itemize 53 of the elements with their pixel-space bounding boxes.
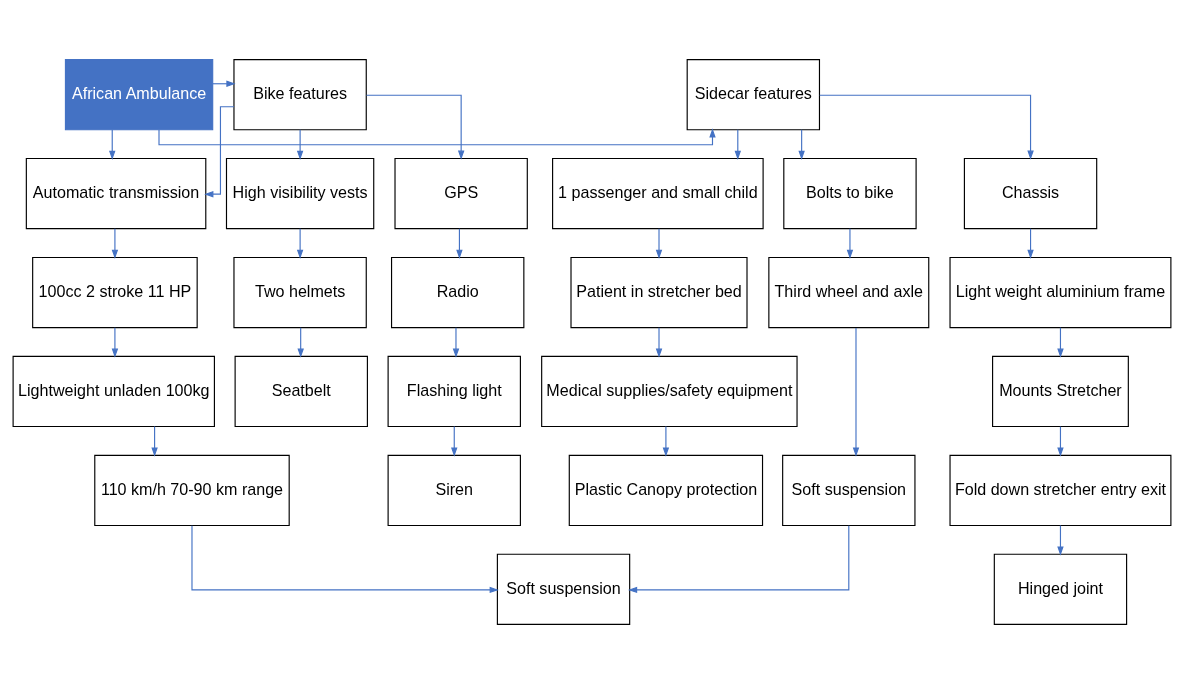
node-box: Radio [391, 256, 525, 329]
node-box: Sidecar features [686, 59, 821, 131]
arrow [655, 327, 663, 358]
arrow [296, 228, 304, 259]
node-box: Chassis [963, 157, 1098, 230]
node-box: Flashing light [387, 355, 521, 428]
arrow [111, 327, 119, 358]
node-box: Light weight aluminium frame [949, 256, 1172, 329]
arrow [204, 106, 235, 198]
node-box: Bolts to bike [783, 157, 917, 230]
arrow [734, 129, 742, 160]
node-box: GPS [394, 157, 528, 230]
node-box: 1 passenger and small child [552, 157, 764, 230]
node-box: Seatbelt [234, 355, 368, 428]
arrow [1057, 327, 1064, 358]
node-box: High visibility vests [225, 157, 375, 230]
arrow [452, 327, 460, 358]
node-box: Hinged joint [993, 553, 1128, 625]
arrow [1057, 426, 1064, 457]
arrow [111, 228, 119, 259]
node-box: Siren [387, 454, 521, 527]
node-box: Patient in stretcher bed [570, 256, 748, 329]
arrow [1057, 524, 1064, 556]
arrow [297, 327, 304, 358]
arrow [852, 327, 860, 457]
node-box: Automatic transmission [25, 157, 207, 230]
arrow [655, 228, 663, 259]
arrow [109, 129, 116, 160]
node-box: Soft suspension [496, 553, 631, 625]
arrow [451, 426, 458, 457]
arrow [151, 426, 158, 457]
arrow [662, 426, 670, 457]
node-box: Mounts Stretcher [992, 355, 1129, 428]
node-box: Third wheel and axle [768, 256, 930, 329]
node-box: Lightweight unladen 100kg [12, 355, 215, 428]
arrow [191, 525, 499, 594]
arrow [1027, 228, 1034, 259]
arrow [819, 94, 1034, 160]
arrow [846, 228, 854, 259]
node-box: African Ambulance [64, 59, 214, 131]
arrow [798, 129, 805, 160]
node-box: 100cc 2 stroke 11 HP [32, 256, 198, 329]
arrow [365, 94, 465, 160]
node-box: Medical supplies/safety equipment [541, 355, 798, 428]
node-box: Fold down stretcher entry exit [949, 454, 1172, 527]
node-box: Plastic Canopy protection [568, 454, 764, 527]
node-box: Soft suspension [782, 454, 916, 527]
arrow [456, 228, 463, 259]
arrow [296, 129, 304, 160]
node-box: 110 km/h 70-90 km range [94, 454, 290, 527]
node-box: Bike features [233, 59, 367, 131]
arrow [627, 525, 850, 594]
node-box: Two helmets [233, 256, 367, 329]
